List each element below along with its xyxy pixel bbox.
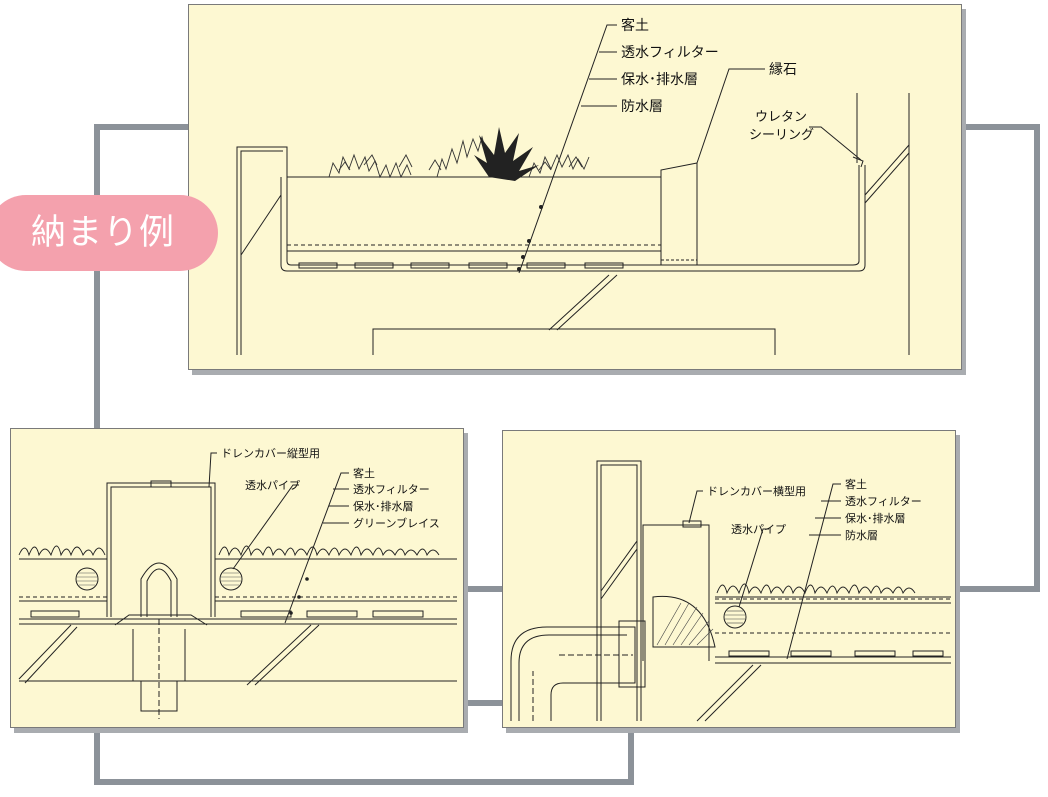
label-permeable-pipe: 透水パイプ	[731, 523, 786, 536]
label-soil: 客土	[353, 466, 375, 480]
label-sealing-1: ウレタン	[755, 110, 807, 125]
top-section-drawing: 客土 透水フィルター 保水･排水層 防水層 縁石 ウレタン シーリング	[236, 17, 910, 355]
right-section-panel: ドレンカバー横型用 透水パイプ 客土 透水フィルター 保水･排水層 防水層	[502, 430, 956, 728]
label-drain-layer: 保水･排水層	[845, 511, 906, 525]
label-drain-layer: 保水･排水層	[353, 499, 414, 513]
label-green-brace: グリーンブレイス	[353, 516, 440, 530]
label-filter: 透水フィルター	[621, 45, 719, 61]
label-soil: 客土	[621, 17, 649, 34]
badge-example: 納まり例	[0, 195, 218, 271]
label-sealing-2: シーリング	[749, 128, 814, 143]
label-drain-cover-vertical: ドレンカバー縦型用	[221, 446, 320, 460]
label-soil: 客土	[845, 477, 867, 491]
label-permeable-pipe: 透水パイプ	[245, 479, 300, 492]
dark-plant	[474, 127, 539, 181]
grass-illustration	[18, 545, 457, 560]
left-section-drawing: ドレンカバー縦型用 透水パイプ 客土 透水フィルター 保水･排水層 グリーンブレ…	[18, 446, 457, 719]
grass-illustration	[715, 583, 951, 598]
label-drain-layer: 保水･排水層	[621, 72, 698, 88]
label-drain-cover-horizontal: ドレンカバー横型用	[707, 484, 806, 498]
right-section-drawing: ドレンカバー横型用 透水パイプ 客土 透水フィルター 保水･排水層 防水層	[510, 460, 951, 722]
label-curb: 縁石	[769, 62, 797, 78]
left-section-panel: ドレンカバー縦型用 透水パイプ 客土 透水フィルター 保水･排水層 グリーンブレ…	[10, 428, 464, 728]
label-waterproof: 防水層	[621, 99, 663, 115]
label-filter: 透水フィルター	[845, 495, 922, 508]
top-section-panel: 客土 透水フィルター 保水･排水層 防水層 縁石 ウレタン シーリング	[188, 4, 962, 370]
plants-illustration	[328, 135, 590, 179]
label-waterproof: 防水層	[845, 528, 878, 542]
label-filter: 透水フィルター	[353, 483, 430, 496]
